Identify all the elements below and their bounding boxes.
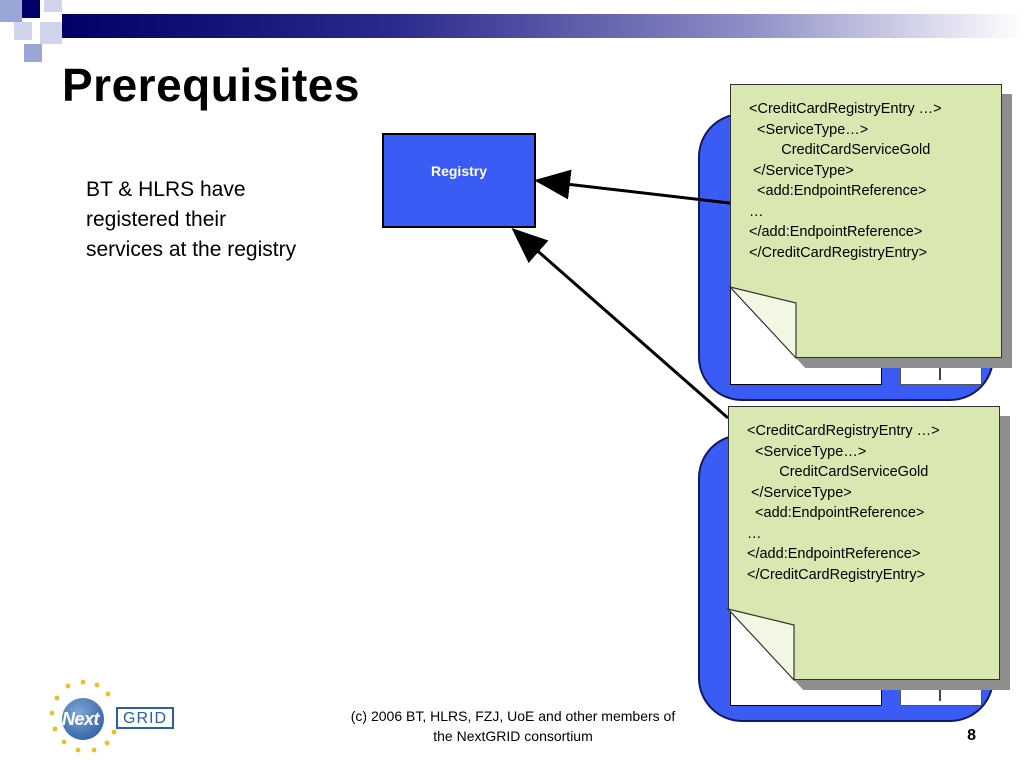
header-square xyxy=(0,0,22,22)
logo-grid-text: GRID xyxy=(116,707,174,729)
header-square xyxy=(22,0,40,18)
slide-title: Prerequisites xyxy=(62,59,360,111)
logo-globe xyxy=(62,698,104,740)
registry-entry-note-top: <CreditCardRegistryEntry …> <ServiceType… xyxy=(730,84,1002,358)
entry-line: </CreditCardRegistryEntry> xyxy=(747,566,926,583)
header-gradient-bar xyxy=(62,14,1024,38)
entry-line: </CreditCardRegistryEntry> xyxy=(749,244,928,261)
entry-line: </ServiceType> xyxy=(747,484,852,501)
entry-line: <add:EndpointReference> xyxy=(747,505,925,521)
logo-next-text: Next xyxy=(62,709,100,729)
header-square xyxy=(24,44,42,62)
nextgrid-logo: Next GRID xyxy=(46,676,180,758)
entry-line: </ServiceType> xyxy=(749,162,854,179)
footer-copyright: (c) 2006 BT, HLRS, FZJ, UoE and other me… xyxy=(350,708,676,744)
entry-line: CreditCardServiceGold xyxy=(747,464,929,480)
registry-entry-note-bottom: <CreditCardRegistryEntry …> <ServiceType… xyxy=(728,406,1000,680)
entry-line: … xyxy=(749,203,764,220)
entry-line: <CreditCardRegistryEntry …> xyxy=(747,423,940,439)
registry-box: Registry xyxy=(382,133,536,228)
entry-line: </add:EndpointReference> xyxy=(747,546,921,562)
entry-line: CreditCardServiceGold xyxy=(749,142,931,158)
star-ring-icon xyxy=(49,679,117,753)
entry-line: </add:EndpointReference> xyxy=(749,224,923,240)
header-square xyxy=(14,22,32,40)
header-square xyxy=(44,0,62,12)
entry-line: <ServiceType…> xyxy=(749,121,869,138)
entry-line: <ServiceType…> xyxy=(747,443,867,460)
arrow-bottom xyxy=(511,228,729,420)
page-number: 8 xyxy=(967,727,976,744)
entry-line: <add:EndpointReference> xyxy=(749,183,927,199)
header-square xyxy=(40,22,62,44)
entry-line: <CreditCardRegistryEntry …> xyxy=(749,101,942,117)
registry-label: Registry xyxy=(430,163,488,179)
entry-line: … xyxy=(747,525,762,542)
body-text: BT & HLRS have registered their services… xyxy=(86,178,297,261)
